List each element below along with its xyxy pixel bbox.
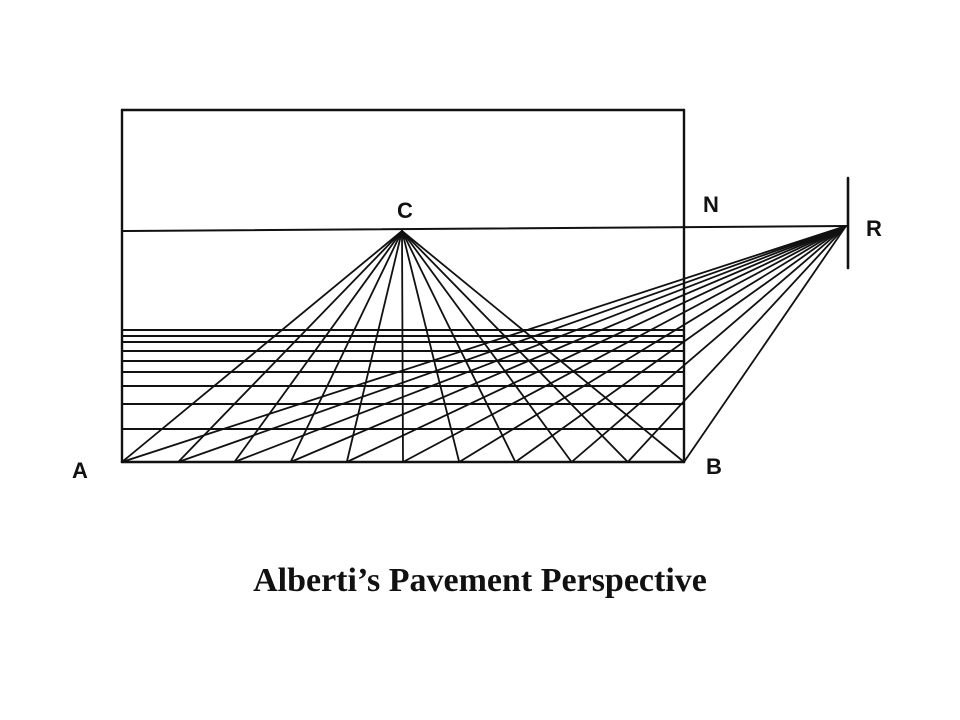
distance-ray-9 [570,225,847,463]
orthogonal-ray-5 [345,230,403,463]
orthogonal-ray-9 [401,230,573,463]
distance-ray-6 [402,225,847,463]
distance-ray-1 [121,225,847,463]
distance-ray-11 [683,225,847,463]
distance-ray-8 [514,225,847,463]
distance-ray-2 [177,225,847,463]
label-r: R [866,216,882,241]
label-b: B [706,454,722,479]
orthogonal-ray-6 [401,230,404,463]
orthogonal-ray-1 [121,230,403,463]
distance-ray-4 [289,225,847,463]
label-a: A [72,458,88,483]
orthogonals-to-c [121,230,685,463]
diagram-caption: Alberti’s Pavement Perspective [253,562,707,599]
horizon-line-segment [121,225,847,232]
horizon-line [121,225,847,232]
orthogonal-ray-11 [401,230,685,463]
orthogonal-ray-4 [289,230,403,463]
orthogonal-ray-10 [401,230,629,463]
label-c: C [397,198,413,223]
orthogonal-ray-2 [177,230,403,463]
rays-to-r [121,225,847,463]
orthogonal-ray-8 [401,230,517,463]
distance-ray-5 [345,225,847,463]
orthogonal-ray-3 [233,230,403,463]
distance-ray-3 [233,225,847,463]
distance-ray-10 [626,225,847,463]
perspective-diagram: A B C N R [72,108,882,483]
orthogonal-ray-7 [401,230,461,463]
label-n: N [703,192,719,217]
distance-ray-7 [458,225,847,463]
